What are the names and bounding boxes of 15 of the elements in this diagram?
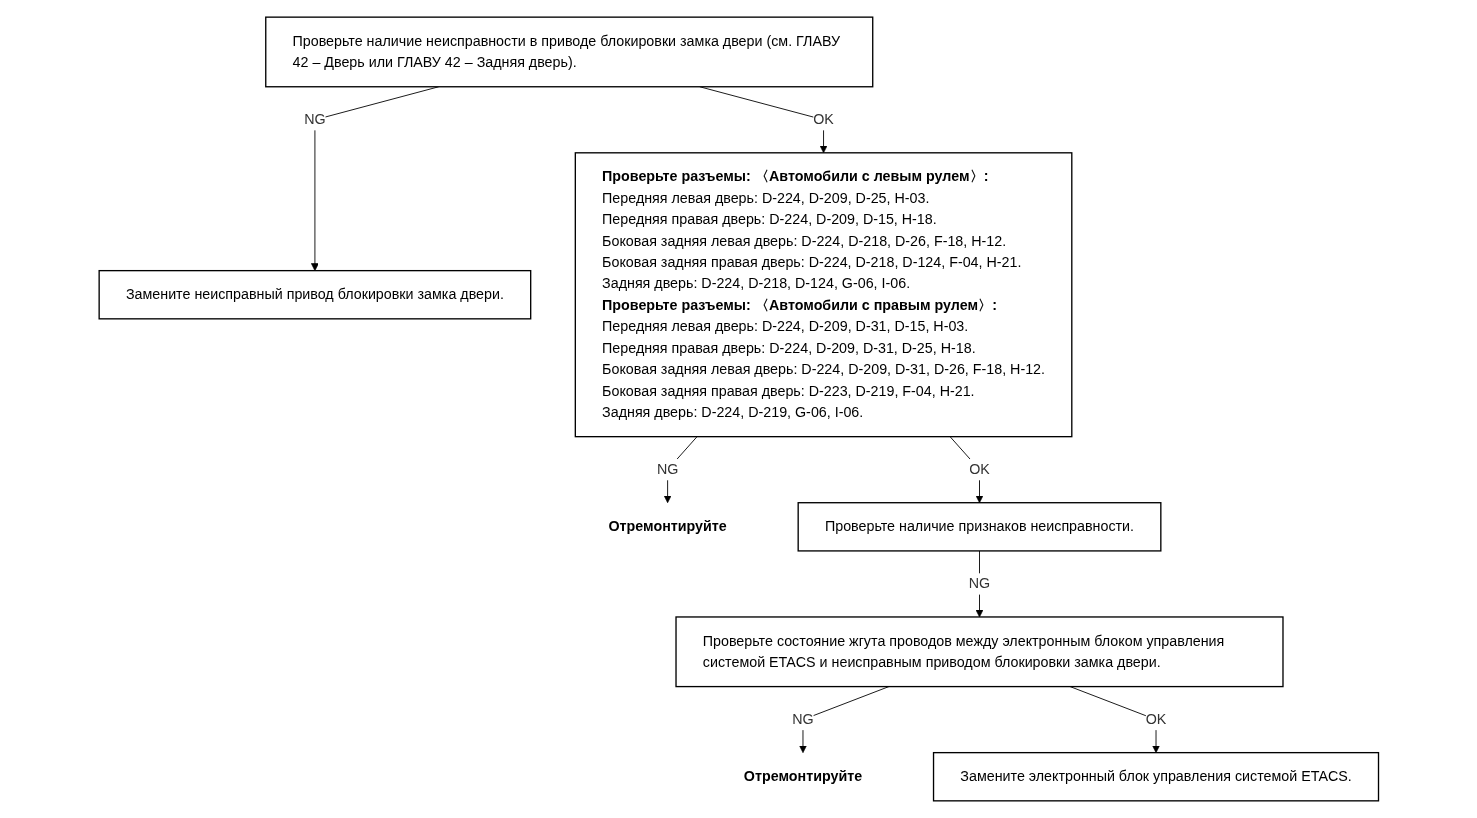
node-text: Отремонтируйте	[608, 518, 727, 534]
edge-label: OK	[968, 461, 990, 477]
node-box: Проверьте наличие неисправности в приводе блокировки замка двери (см. ГЛАВУ 42 – Дверь или ГЛАВУ 42 – Задняя дверь).	[264, 16, 874, 88]
node-text: Отремонтируйте	[743, 768, 862, 784]
edge-label: NG	[968, 575, 990, 592]
node-box: Проверьте разъемы: 〈Автомобили с левым рулем〉: Передняя левая дверь: D-224, D-209, D-25, H-03. Передняя правая дверь: D-224, D-209, D-15, H-18. Боковая задняя левая дверь: D-224, D-218, D-26, F-18, H-12. Боковая задняя правая дверь: D-224, D-218, D-124, F-04, H-21. Задняя дверь: D-224, D-218, D-124, G-06, I-06. Проверьте разъемы: 〈Автомобили с правым рулем〉: Передняя левая дверь: D-224, D-209, D-31, D-15, H-03. Передняя правая дверь: D-224, D-209, D-31, D-25, H-18. Боковая задняя левая дверь: D-224, D-209, D-31, D-26, F-18, H-12. Боковая задняя правая дверь: D-223, D-219, F-04, H-21. Задняя дверь: D-224, D-219, G-06, I-06.	[574, 152, 1073, 438]
node-box: Проверьте наличие признаков неисправности.	[797, 502, 1162, 552]
edge-label: NG	[791, 711, 814, 727]
edge-label: NG	[303, 111, 326, 127]
edge-label: NG	[656, 461, 679, 477]
node-box: Замените электронный блок управления системой ETACS.	[932, 751, 1379, 802]
edge-label: OK	[812, 111, 834, 127]
node-box: Проверьте состояние жгута проводов между электронным блоком управления системой ETACS и неисправным приводом блокировки замка двери.	[675, 616, 1284, 688]
node-box: Замените неисправный привод блокировки замка двери.	[98, 269, 532, 320]
edge-label: OK	[1145, 711, 1167, 727]
